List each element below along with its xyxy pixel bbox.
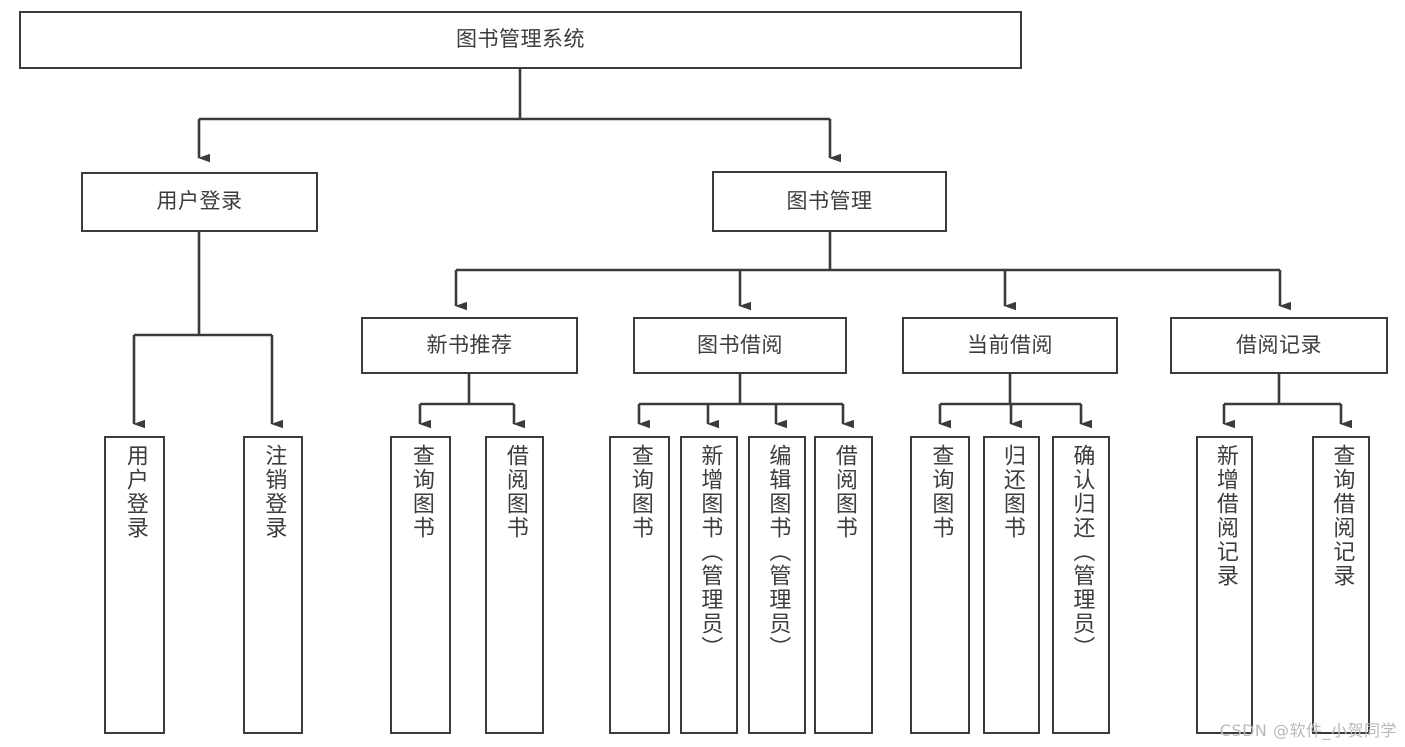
leaf-query-borrow-record[interactable]: 查询借阅记录 (1312, 436, 1370, 734)
node-label: 图书管理系统 (456, 27, 585, 52)
node-label: 查询图书 (928, 444, 954, 540)
node-label: 查询图书 (627, 444, 653, 540)
watermark-text: CSDN @软件_小贺同学 (1219, 721, 1397, 740)
node-label: 用户登录 (122, 444, 148, 540)
node-label: 归还图书 (999, 444, 1025, 540)
leaf-borrow-book[interactable]: 借阅图书 (814, 436, 873, 734)
leaf-query-book-current[interactable]: 查询图书 (910, 436, 970, 734)
node-book-borrow[interactable]: 图书借阅 (633, 317, 847, 374)
leaf-add-borrow-record[interactable]: 新增借阅记录 (1196, 436, 1253, 734)
node-label: 新增借阅记录 (1212, 444, 1238, 588)
node-label: 确认归还（管理员） (1069, 444, 1095, 660)
leaf-borrow-book-recommend[interactable]: 借阅图书 (485, 436, 544, 734)
node-book-management[interactable]: 图书管理 (712, 171, 947, 232)
node-root-system[interactable]: 图书管理系统 (19, 11, 1022, 69)
leaf-edit-book-admin[interactable]: 编辑图书（管理员） (748, 436, 806, 734)
leaf-logout-login[interactable]: 注销登录 (243, 436, 303, 734)
leaf-return-book[interactable]: 归还图书 (983, 436, 1040, 734)
node-label: 用户登录 (156, 189, 243, 214)
node-label: 图书借阅 (697, 332, 783, 357)
leaf-query-book-recommend[interactable]: 查询图书 (390, 436, 451, 734)
node-label: 借阅图书 (831, 444, 857, 540)
node-current-borrow[interactable]: 当前借阅 (902, 317, 1118, 374)
node-user-login[interactable]: 用户登录 (81, 172, 318, 232)
node-borrow-record[interactable]: 借阅记录 (1170, 317, 1388, 374)
node-label: 借阅记录 (1236, 332, 1322, 357)
node-label: 借阅图书 (502, 444, 528, 540)
node-label: 查询借阅记录 (1329, 444, 1355, 588)
leaf-user-login[interactable]: 用户登录 (104, 436, 165, 734)
node-label: 新增图书（管理员） (697, 444, 723, 660)
leaf-confirm-return-admin[interactable]: 确认归还（管理员） (1052, 436, 1110, 734)
node-label: 当前借阅 (967, 332, 1053, 357)
node-label: 查询图书 (408, 444, 434, 540)
node-label: 编辑图书（管理员） (765, 444, 791, 660)
node-label: 图书管理 (786, 188, 873, 213)
leaf-add-book-admin[interactable]: 新增图书（管理员） (680, 436, 738, 734)
node-label: 新书推荐 (426, 332, 513, 357)
node-label: 注销登录 (261, 444, 287, 540)
node-new-book-recommend[interactable]: 新书推荐 (361, 317, 578, 374)
leaf-query-book-borrow[interactable]: 查询图书 (609, 436, 670, 734)
